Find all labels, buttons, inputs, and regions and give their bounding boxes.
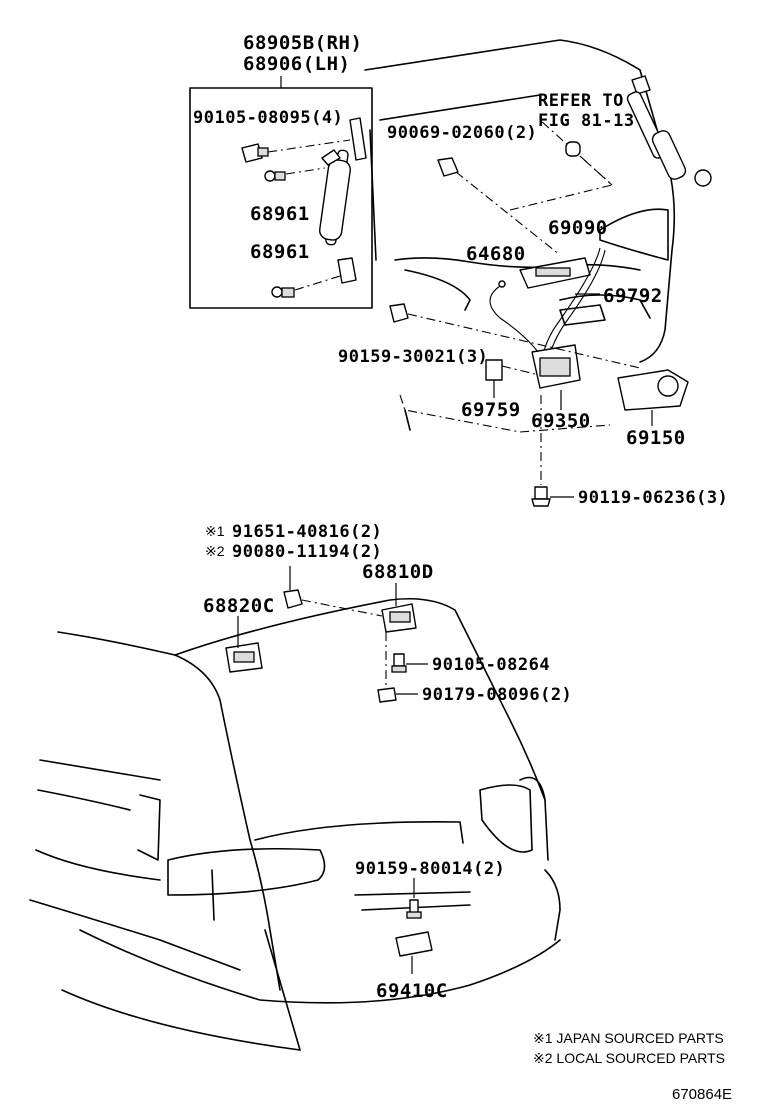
marker-1: ※1 [205, 523, 225, 539]
bolt-90159-30021 [389, 303, 409, 323]
handle-69090 [519, 257, 591, 289]
bolt-90105-08095 [241, 143, 269, 163]
ball-stud-68961-b [271, 286, 295, 298]
label-69350: 69350 [531, 410, 591, 432]
label-90159-30021: 90159-30021(3) [338, 347, 488, 367]
legend-line-1: ※1 JAPAN SOURCED PARTS [533, 1030, 724, 1046]
refer-part-icon [565, 141, 581, 157]
label-refer-fig: FIG 81-13 [538, 111, 635, 131]
label-68961-a: 68961 [250, 203, 310, 225]
damper-stay [319, 117, 367, 284]
bolt-90119 [531, 486, 551, 507]
label-69792: 69792 [603, 285, 663, 307]
bolt-90159-80014 [406, 899, 422, 919]
label-68905b: 68905B(RH) [243, 32, 362, 54]
label-69410c: 69410C [376, 980, 448, 1002]
label-68810d: 68810D [362, 561, 434, 583]
label-90105-08095: 90105-08095(4) [193, 108, 343, 128]
hinge-68820c [225, 642, 263, 673]
label-91651: 91651-40816(2) [232, 522, 382, 542]
bracket-69759 [485, 359, 503, 381]
label-68906: 68906(LH) [243, 53, 350, 75]
striker-69410c [395, 931, 433, 957]
label-refer-to: REFER TO [538, 91, 624, 111]
ball-stud-68961-a [264, 170, 286, 182]
nut-90179 [377, 687, 397, 703]
label-64680: 64680 [466, 243, 526, 265]
label-90080: 90080-11194(2) [232, 542, 382, 562]
lower-body-outline [29, 597, 561, 1051]
label-90119: 90119-06236(3) [578, 488, 728, 508]
label-90069: 90069-02060(2) [387, 123, 537, 143]
marker-2: ※2 [205, 543, 225, 559]
external-damper [626, 75, 712, 187]
bolt-91651 [283, 589, 303, 609]
label-90105-08264: 90105-08264 [432, 655, 550, 675]
lock-69350 [531, 344, 581, 389]
label-68820c: 68820C [203, 595, 275, 617]
cover-69150 [617, 369, 689, 411]
label-90179: 90179-08096(2) [422, 685, 572, 705]
legend-line-2: ※2 LOCAL SOURCED PARTS [533, 1050, 725, 1066]
label-68961-b: 68961 [250, 241, 310, 263]
label-69090: 69090 [548, 217, 608, 239]
clip-90069 [437, 157, 459, 177]
hinge-68810d [381, 603, 417, 633]
bolt-90105-08264 [391, 653, 407, 673]
label-69759: 69759 [461, 399, 521, 421]
label-69150: 69150 [626, 427, 686, 449]
label-90159-80014: 90159-80014(2) [355, 859, 505, 879]
figure-code: 670864E [672, 1086, 732, 1103]
